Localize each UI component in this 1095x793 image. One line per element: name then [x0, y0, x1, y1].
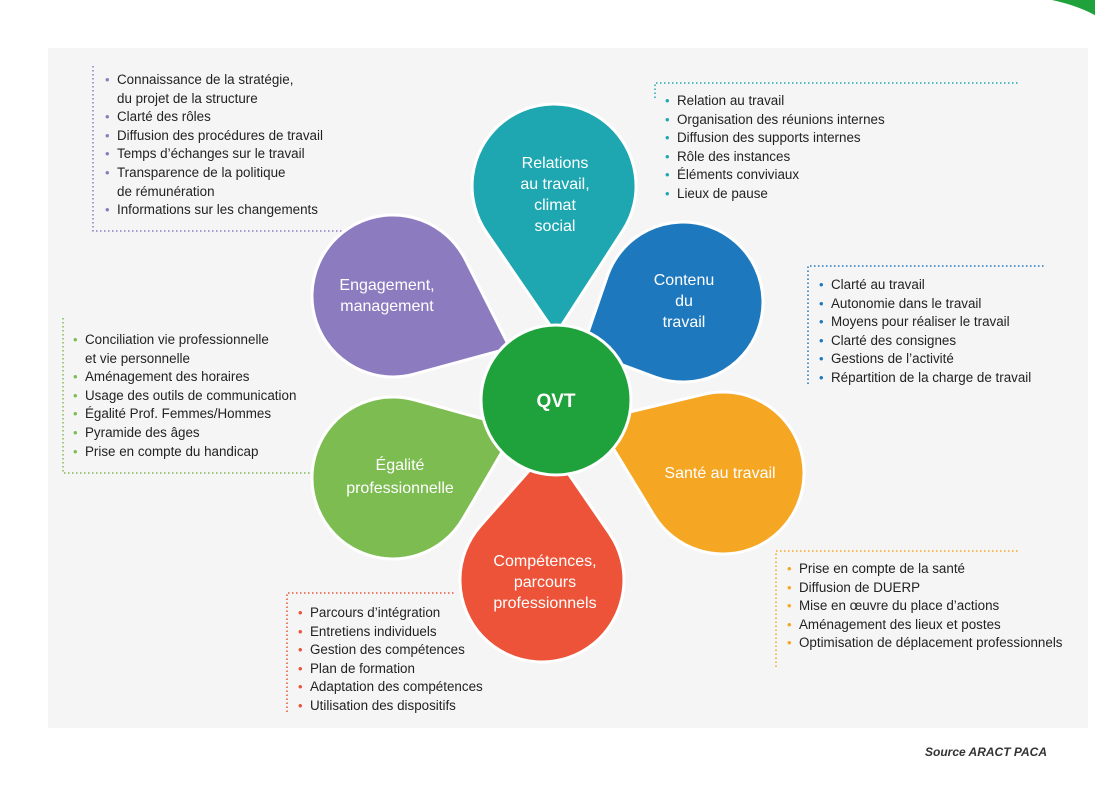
list-item: Plan de formation: [295, 660, 483, 679]
petal-label-sante: Santé au travail: [664, 465, 775, 482]
petal-label-competences: parcours: [514, 574, 576, 591]
petal-relations: [470, 102, 638, 337]
petal-label-egalite: Égalité: [376, 455, 425, 474]
list-item: Lieux de pause: [662, 185, 885, 204]
list-item: Temps d’échanges sur le travail: [102, 145, 323, 164]
list-item: Aménagement des horaires: [70, 368, 296, 387]
list-item: Autonomie dans le travail: [816, 295, 1031, 314]
petal-label-engagement: Engagement,: [339, 277, 434, 294]
petal-label-relations: au travail,: [520, 176, 589, 193]
petals: [310, 102, 806, 664]
list-item: Égalité Prof. Femmes/Hommes: [70, 405, 296, 424]
center-circle: [479, 323, 633, 477]
list-item: Entretiens individuels: [295, 623, 483, 642]
frame-contenu: [807, 265, 1046, 384]
list-item: Aménagement des lieux et postes: [784, 616, 1063, 635]
petal-label-engagement: management: [340, 298, 434, 315]
list-item: Diffusion de DUERP: [784, 579, 1063, 598]
petal-competences: [458, 444, 626, 664]
petal-label-competences: professionnels: [493, 595, 596, 612]
list-item: Clarté des rôles: [102, 108, 323, 127]
list-item: Éléments conviviaux: [662, 166, 885, 185]
list-item: Utilisation des dispositifs: [295, 697, 483, 716]
petal-sante: [593, 390, 806, 556]
petal-contenu: [580, 220, 765, 384]
list-item: Clarté des consignes: [816, 332, 1031, 351]
frame-relations: [654, 82, 1020, 98]
list-item: Mise en œuvre du place d’actions: [784, 597, 1063, 616]
petal-engagement: [310, 213, 513, 379]
list-item: Prise en compte de la santé: [784, 560, 1063, 579]
list-item: Prise en compte du handicap: [70, 443, 296, 462]
box-contenu: Clarté au travailAutonomie dans le trava…: [816, 276, 1031, 388]
list-item: Usage des outils de communication: [70, 387, 296, 406]
list-item: Informations sur les changements: [102, 201, 323, 220]
list-item: Gestions de l’activité: [816, 350, 1031, 369]
petal-label-relations: climat: [534, 197, 576, 214]
frame-engagement: [92, 66, 358, 232]
corner-accent: [1052, 0, 1095, 16]
list-item: Diffusion des supports internes: [662, 129, 885, 148]
box-sante: Prise en compte de la santéDiffusion de …: [784, 560, 1063, 653]
petal-label-contenu: du: [675, 293, 693, 310]
box-engagement: Connaissance de la stratégie,du projet d…: [102, 71, 323, 220]
center-label: QVT: [536, 391, 575, 412]
list-item: Moyens pour réaliser le travail: [816, 313, 1031, 332]
petal-label-contenu: Contenu: [654, 272, 715, 289]
petal-egalite: [310, 395, 519, 561]
list-item: Gestion des compétences: [295, 641, 483, 660]
petal-label-egalite: professionnelle: [346, 480, 454, 497]
petal-label-contenu: travail: [663, 314, 706, 331]
petal-label-relations: Relations: [522, 155, 589, 172]
list-item: Organisation des réunions internes: [662, 111, 885, 130]
list-item: Diffusion des procédures de travail: [102, 127, 323, 146]
list-item: Relation au travail: [662, 92, 885, 111]
list-item: Parcours d’intégration: [295, 604, 483, 623]
list-item: Adaptation des compétences: [295, 678, 483, 697]
source-caption: Source ARACT PACA: [924, 745, 1047, 759]
list-item: Connaissance de la stratégie,du projet d…: [102, 71, 323, 108]
list-item: Pyramide des âges: [70, 424, 296, 443]
box-relations: Relation au travailOrganisation des réun…: [662, 92, 885, 204]
petal-label-competences: Compétences,: [493, 553, 596, 570]
list-item: Clarté au travail: [816, 276, 1031, 295]
list-item: Optimisation de déplacement professionne…: [784, 634, 1063, 653]
frame-sante: [775, 550, 1018, 667]
box-frames: [62, 66, 1046, 712]
petal-label-relations: social: [535, 218, 576, 235]
box-competences: Parcours d’intégrationEntretiens individ…: [295, 604, 483, 716]
list-item: Rôle des instances: [662, 148, 885, 167]
list-item: Répartition de la charge de travail: [816, 369, 1031, 388]
